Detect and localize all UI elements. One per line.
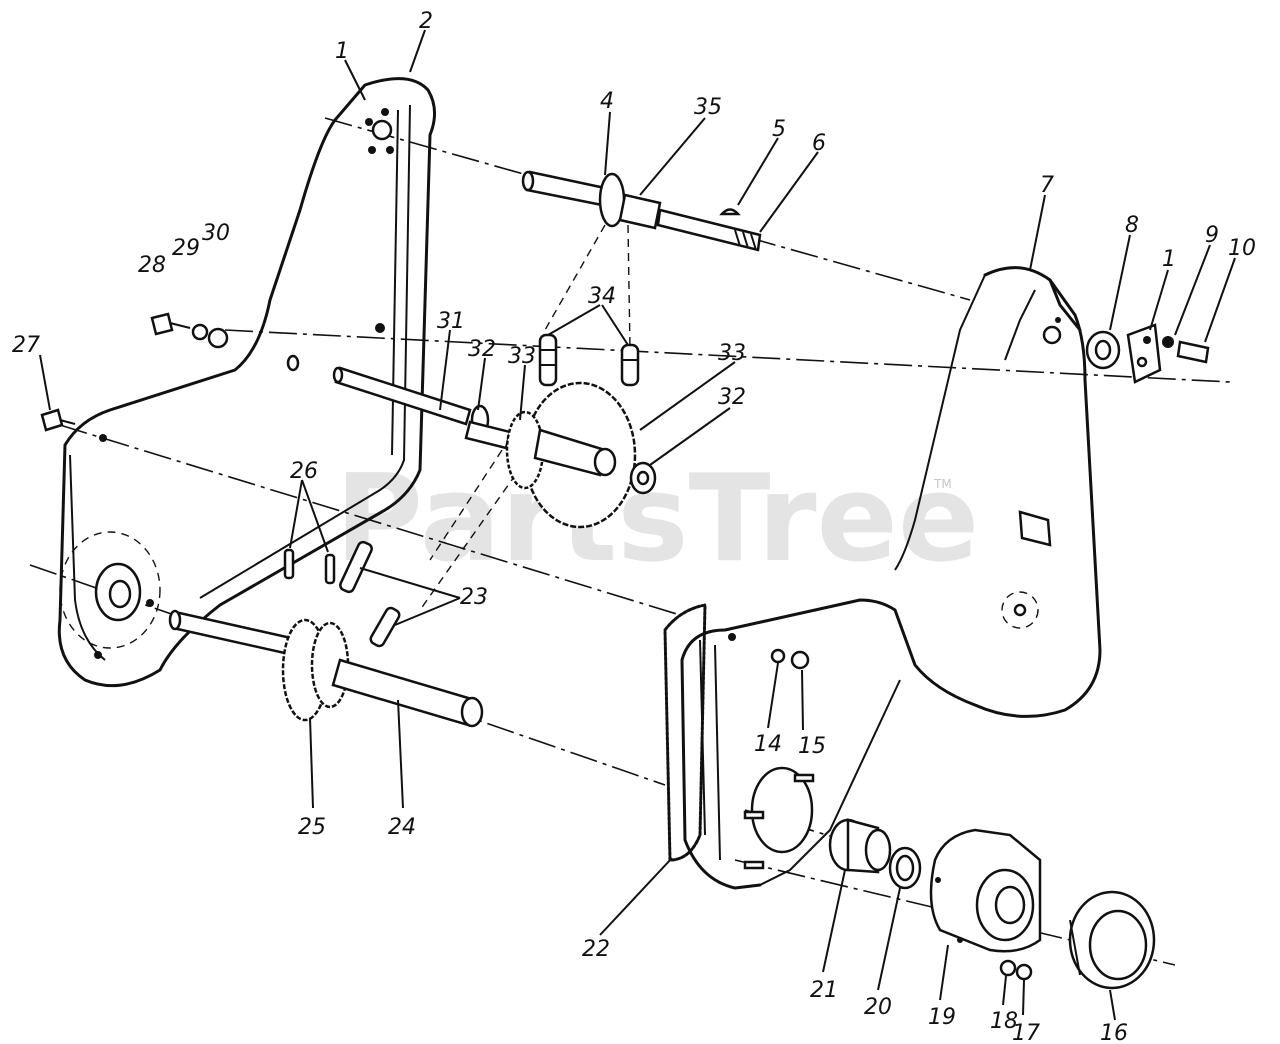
middle-shaft <box>332 366 512 450</box>
callout-26: 26 <box>290 459 318 484</box>
small-hardware-left <box>40 312 229 432</box>
callout-14: 14 <box>754 732 782 757</box>
large-sprocket <box>505 381 657 529</box>
callout-23: 23 <box>460 585 488 610</box>
callout-32-right: 32 <box>718 385 746 410</box>
callout-31: 31 <box>437 309 465 334</box>
callout-1-left: 1 <box>335 39 349 64</box>
bearing-group-right <box>828 818 1156 990</box>
callout-33-right: 33 <box>718 341 746 366</box>
callout-19: 19 <box>928 1005 956 1030</box>
right-chain-case <box>663 266 1102 890</box>
watermark-trademark: TM <box>933 477 952 491</box>
watermark-text: PartsTree <box>335 450 979 589</box>
callout-33-left: 33 <box>508 344 536 369</box>
callout-30: 30 <box>202 221 230 246</box>
callout-2: 2 <box>419 9 433 34</box>
callout-32-left: 32 <box>468 337 496 362</box>
callout-8: 8 <box>1125 213 1139 238</box>
callout-21: 21 <box>810 978 838 1003</box>
callout-5: 5 <box>772 117 786 142</box>
lower-shaft-assembly <box>168 540 484 728</box>
chain-links-upper <box>538 333 640 387</box>
callout-27: 27 <box>12 333 40 358</box>
callout-17: 17 <box>1012 1021 1040 1044</box>
callout-9: 9 <box>1205 223 1219 248</box>
callout-28: 28 <box>138 253 166 278</box>
callout-20: 20 <box>864 995 892 1020</box>
callout-4: 4 <box>600 89 614 114</box>
callout-24: 24 <box>388 815 416 840</box>
callout-1-right: 1 <box>1162 247 1176 272</box>
callout-15: 15 <box>798 734 826 759</box>
callout-numbers: 1 2 4 35 5 6 7 8 1 9 10 28 29 30 27 34 3… <box>12 9 1256 1044</box>
callout-29: 29 <box>172 236 200 261</box>
callout-35: 35 <box>694 95 722 120</box>
callout-6: 6 <box>812 131 826 156</box>
leader-lines <box>39 29 1236 1021</box>
hardware-top-right <box>1085 323 1210 384</box>
callout-22: 22 <box>582 937 610 962</box>
callout-18: 18 <box>990 1009 1018 1034</box>
upper-shaft-assembly <box>521 170 762 252</box>
callout-10: 10 <box>1228 236 1256 261</box>
callout-25: 25 <box>298 815 326 840</box>
callout-16: 16 <box>1100 1021 1128 1044</box>
callout-7: 7 <box>1040 173 1054 198</box>
callout-34: 34 <box>588 284 616 309</box>
